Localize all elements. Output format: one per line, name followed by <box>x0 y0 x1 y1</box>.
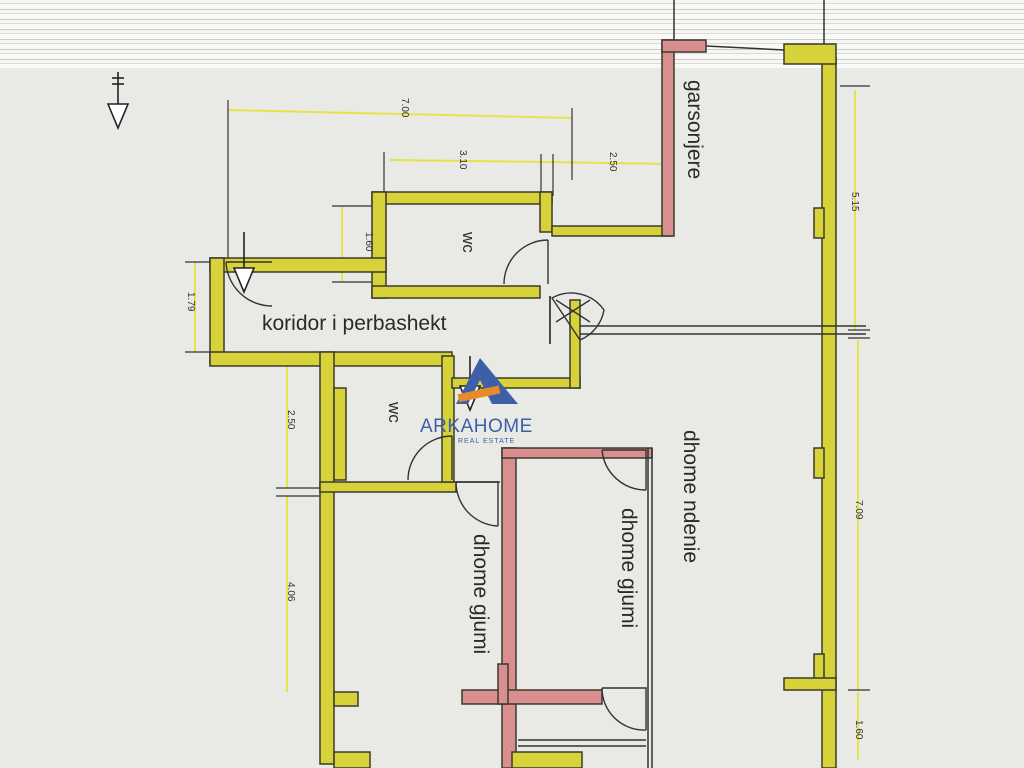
door-bedroom-center <box>601 449 647 491</box>
walls-yellow <box>209 43 837 768</box>
wall-wc-bottom-pilaster <box>333 387 347 481</box>
room-label-wc-bottom: wc <box>385 402 404 423</box>
wall-exterior-right-top <box>783 43 837 65</box>
dim-line-700 <box>227 109 573 119</box>
door-corridor-double <box>550 292 605 341</box>
dim-label-700: 7.00 <box>399 98 410 118</box>
room-label-koridor: koridor i perbashekt <box>262 312 447 335</box>
door-wc-bottom <box>407 435 453 481</box>
dim-label-250-top: 2.50 <box>607 152 618 172</box>
wall-corridor-left <box>209 257 225 365</box>
wall-corridor-right-vert <box>569 299 581 389</box>
dim-label-160-bottom: 1.60 <box>853 720 864 740</box>
room-label-wc-top: wc <box>459 232 478 253</box>
door-bedroom-center-bottom <box>601 687 647 731</box>
room-label-dhome-gjumi-left: dhome gjumi <box>469 534 492 655</box>
walls-pink <box>461 39 707 768</box>
wall-pilaster-1 <box>813 207 825 239</box>
dim-line-310 <box>389 159 549 163</box>
wall-garsonjere-bottom <box>551 225 673 237</box>
wall-wc-bottom-left <box>319 351 335 765</box>
wall-wc-top-upper <box>371 191 553 205</box>
wall-stub-bottom-left <box>333 691 359 707</box>
door-bedroom-left <box>455 481 499 527</box>
wall-bedroom-bottom <box>461 689 603 705</box>
dimension-lines <box>194 90 859 760</box>
room-label-dhome-gjumi-center: dhome gjumi <box>617 508 640 629</box>
wall-bedroom-left <box>501 447 517 768</box>
extension-lines <box>185 85 870 691</box>
door-corridor-entry <box>225 261 273 307</box>
wall-stub-bottom-right <box>783 677 837 691</box>
thin-walls <box>456 0 866 768</box>
dim-label-406: 4.06 <box>285 582 296 602</box>
north-arrow-icon <box>106 72 130 131</box>
doors <box>225 239 647 731</box>
wall-wc-bottom-lower <box>319 481 457 493</box>
logo-name: ARKAHOME <box>420 416 533 437</box>
dim-label-160-top: 1.60 <box>363 232 374 252</box>
logo-tagline: REAL ESTATE <box>458 438 516 445</box>
scanned-header-band <box>0 0 1024 68</box>
wall-wc-top-left <box>371 191 387 299</box>
dim-label-310: 3.10 <box>457 150 468 170</box>
room-label-dhome-ndenie: dhome ndenie <box>679 430 702 564</box>
wall-garsonjere-left <box>661 39 675 237</box>
door-wc-top <box>503 239 549 285</box>
wall-garsonjere-top <box>661 39 707 53</box>
logo-roof-icon <box>456 358 518 404</box>
dim-label-709: 7.09 <box>853 500 864 520</box>
entry-arrow-corridor-icon <box>232 232 256 295</box>
wall-bedroom-pilaster <box>497 663 509 705</box>
room-label-garsonjere: garsonjere <box>683 80 706 180</box>
wall-pilaster-2 <box>813 447 825 479</box>
dim-label-250-left: 2.50 <box>285 410 296 430</box>
wall-wc-top-lower <box>371 285 541 299</box>
wall-wc-top-right <box>539 191 553 233</box>
wall-wc-bottom-right <box>441 355 455 483</box>
dim-label-179: 1.79 <box>185 292 196 312</box>
dim-label-515: 5.15 <box>849 192 860 212</box>
dim-line-250-top <box>547 161 671 165</box>
watermark-logo: ARKAHOME REAL ESTATE <box>418 352 558 452</box>
bottom-walls <box>333 751 583 768</box>
